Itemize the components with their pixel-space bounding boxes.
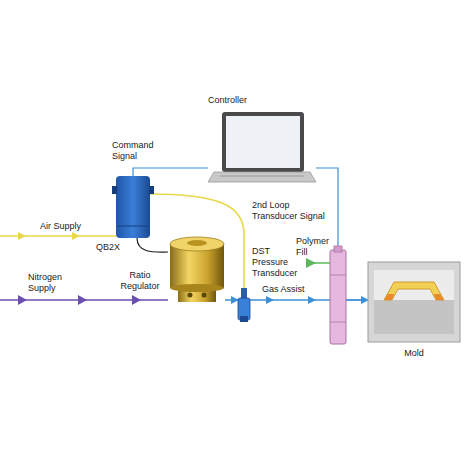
regulator-rim <box>170 284 224 292</box>
flow-arrow <box>308 296 316 304</box>
transducer-stem <box>241 288 247 298</box>
flow-arrow <box>18 295 27 305</box>
qb2x-port <box>149 186 154 194</box>
node-label: QB2X <box>96 242 136 253</box>
laptop-screen <box>226 116 300 168</box>
flow-label: Polymer Fill <box>296 236 334 258</box>
regulator-cap <box>187 240 207 246</box>
node-label: DST Pressure Transducer <box>252 246 302 279</box>
node-label: Controller <box>208 95 272 106</box>
valve-outlet <box>346 299 368 300</box>
mold-block <box>368 262 460 342</box>
edge-label: Gas Assist <box>262 284 314 295</box>
mold-cavity <box>374 270 454 300</box>
regulator-port <box>188 293 193 298</box>
flow-label: Air Supply <box>40 221 100 232</box>
valve-cap <box>334 246 342 252</box>
regulator-port <box>202 293 207 298</box>
molded-part <box>384 282 444 300</box>
flow-arrow <box>266 296 274 304</box>
valve-driver-box: QB2X <box>116 176 150 238</box>
laptop-base <box>208 172 316 182</box>
valve-seam <box>330 322 346 323</box>
air-line <box>0 235 116 237</box>
laptop-keys <box>220 176 304 177</box>
qb2x-seam <box>118 226 148 227</box>
edge-label: Command Signal <box>112 140 158 162</box>
mold-lower <box>374 300 454 334</box>
connector <box>137 238 168 252</box>
regulator-unit: Ratio Regulator <box>168 236 225 304</box>
mold-block: Mold <box>368 262 460 342</box>
flow-label: Nitrogen Supply <box>28 272 74 294</box>
flow-arrow <box>306 258 316 268</box>
flow-arrow <box>78 295 87 305</box>
connector <box>150 194 244 288</box>
valve-body <box>330 250 346 344</box>
qb2x-port <box>112 186 117 194</box>
connector <box>225 299 238 301</box>
valve-seam <box>330 275 346 276</box>
transducer-plug <box>240 316 248 322</box>
edge-label: 2nd Loop Transducer Signal <box>252 200 336 222</box>
node-label: Ratio Regulator <box>116 270 164 292</box>
node-label: Mold <box>368 348 460 359</box>
regulator-top <box>170 237 224 251</box>
flow-arrow <box>72 232 80 240</box>
qb2x-body <box>116 176 150 238</box>
connector <box>133 168 208 176</box>
molded-part-edge <box>384 294 394 300</box>
controller-laptop: Controller <box>208 112 316 184</box>
pressure-transducer: DST Pressure Transducer <box>238 288 250 322</box>
flow-arrow <box>132 295 141 305</box>
flow-arrow <box>18 232 26 240</box>
laptop-screen-frame <box>222 112 304 172</box>
molded-part-edge <box>434 294 444 300</box>
